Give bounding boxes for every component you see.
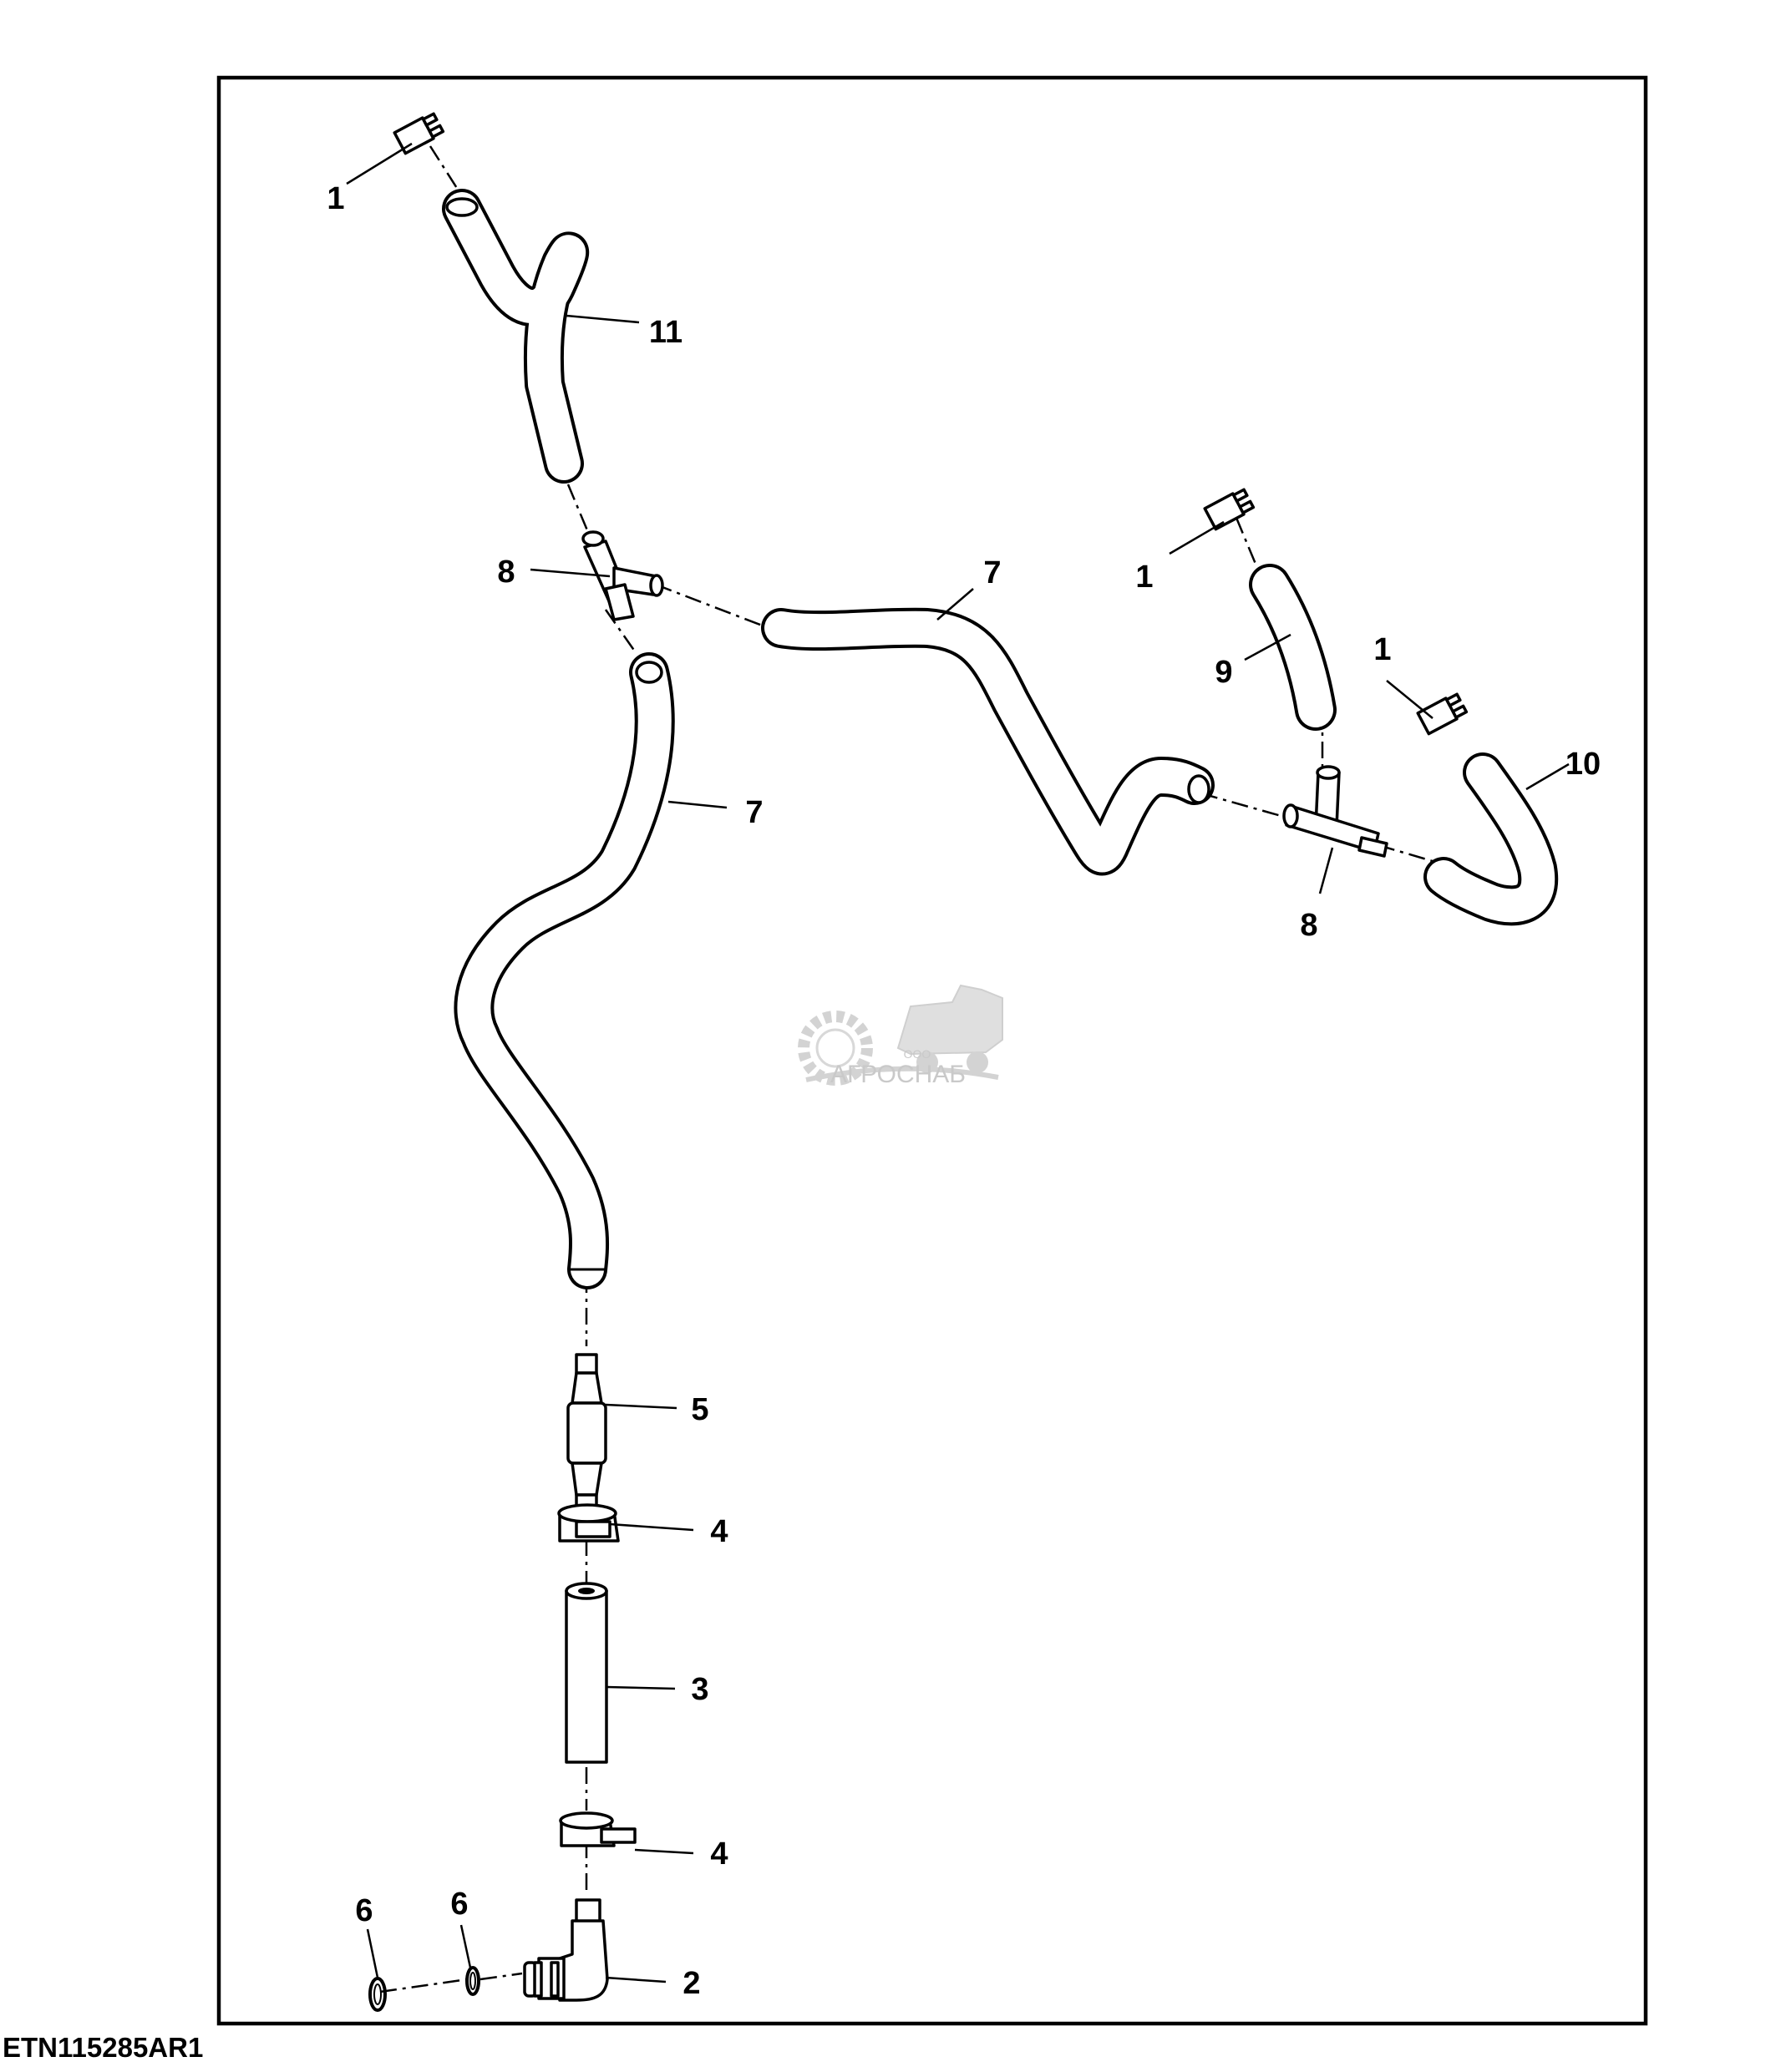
callout-4-upper: 4 [710, 1514, 728, 1549]
callout-7-lower: 7 [745, 795, 763, 830]
tee-8-right [1282, 765, 1388, 858]
o-ring-6-left [368, 1977, 387, 2012]
hose-11 [442, 189, 590, 484]
callout-7-upper: 7 [983, 555, 1001, 590]
cap-1-middle [1203, 488, 1256, 531]
connector-5 [566, 1353, 607, 1512]
callout-1-right: 1 [1373, 632, 1391, 667]
callout-5: 5 [691, 1392, 708, 1427]
watermark-small-text: ООО [904, 1047, 931, 1061]
leader-lines [346, 142, 1570, 1983]
diagram-frame [216, 75, 1648, 2026]
callout-8-left: 8 [497, 555, 515, 590]
callout-9: 9 [1215, 655, 1232, 690]
clamp-4-upper [557, 1503, 620, 1543]
hose-9 [1249, 564, 1337, 731]
hose-7-upper [761, 607, 1215, 876]
callout-11: 11 [649, 315, 682, 350]
callout-3: 3 [691, 1672, 708, 1707]
watermark-brand-text: АГРОСНАБ [830, 1061, 966, 1088]
cap-1-right [1416, 692, 1469, 736]
cap-1-top [393, 112, 445, 155]
callout-4-lower: 4 [710, 1836, 728, 1872]
callout-10: 10 [1565, 747, 1601, 782]
callout-1-middle: 1 [1135, 560, 1153, 595]
tee-8-left [581, 530, 664, 621]
callout-1-top: 1 [327, 181, 344, 216]
callout-6-left: 6 [355, 1893, 373, 1928]
hose-10 [1423, 752, 1559, 926]
hose-7-lower [454, 652, 675, 1289]
tube-3 [565, 1582, 608, 1764]
callout-8-right: 8 [1300, 908, 1317, 943]
figure-id: ETN115285AR1 [3, 2032, 203, 2063]
watermark-logo: ООО АГРОСНАБ [798, 984, 1003, 1088]
clamp-4-lower [559, 1811, 637, 1847]
callout-2: 2 [682, 1966, 700, 2001]
callout-6-right: 6 [450, 1887, 468, 1922]
elbow-2 [523, 1898, 609, 2002]
o-ring-6-right [465, 1966, 480, 1996]
